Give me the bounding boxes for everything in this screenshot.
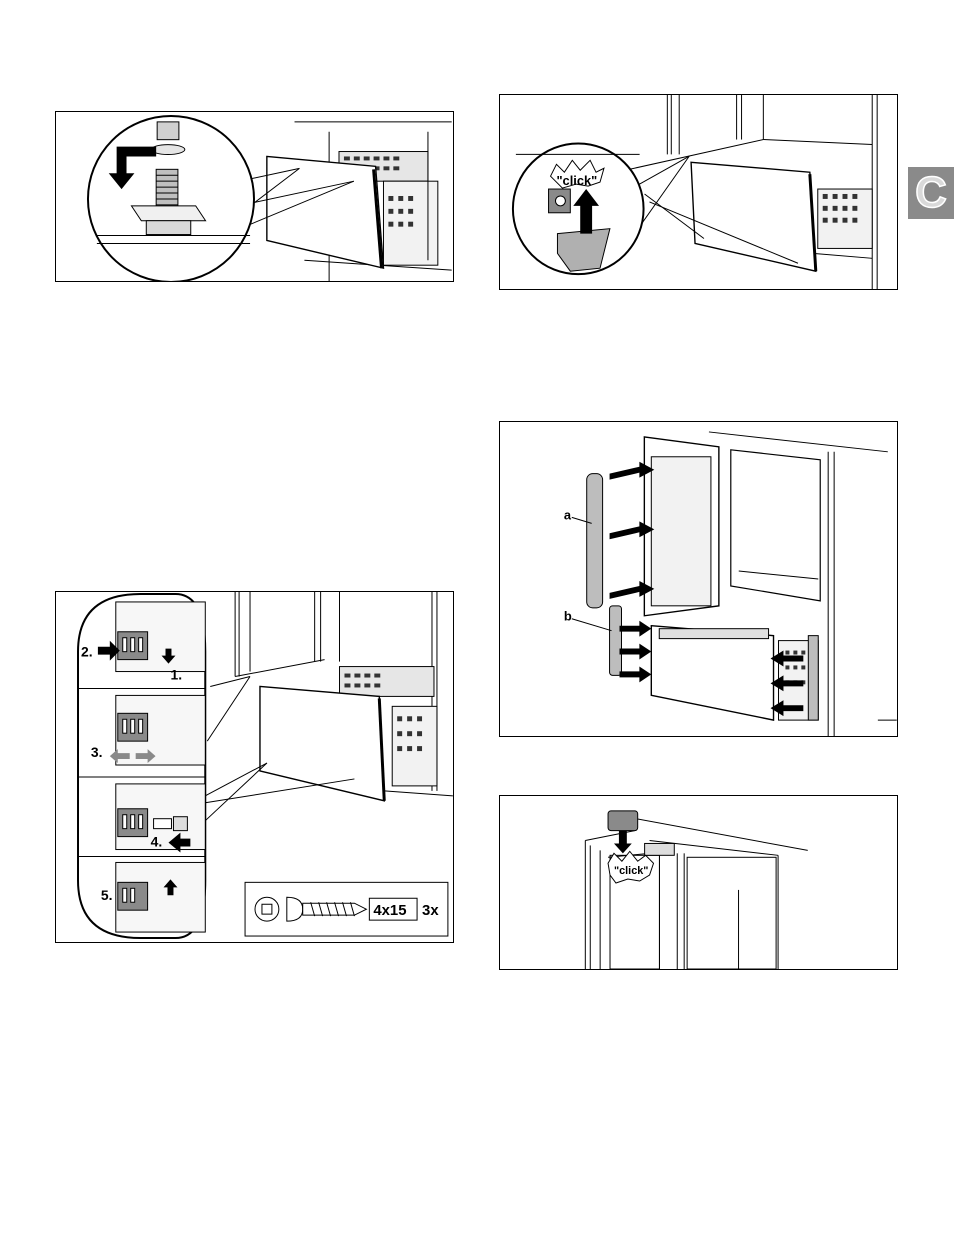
screw-insert: [154, 817, 188, 831]
nut-washer-illustration: [56, 112, 453, 281]
trim-strip-b: [610, 606, 622, 676]
figure-click-bottom: "click": [499, 94, 898, 290]
cover-cap: [608, 811, 638, 831]
trim-strip-a: [587, 474, 603, 608]
label-a: a: [564, 507, 572, 522]
step-2-label: 2.: [81, 644, 93, 660]
figure-trim-strips: a b: [499, 421, 898, 737]
trim-strips-illustration: a b: [500, 422, 897, 736]
screw-spec: 4x15: [373, 903, 406, 919]
side-strip: [808, 636, 818, 720]
door-panel: [267, 156, 384, 268]
section-letter: C: [908, 167, 954, 219]
drawer-front: [651, 626, 773, 720]
step-5-label: 5.: [101, 887, 113, 903]
click-top-illustration: "click": [500, 796, 897, 969]
click-bottom-illustration: "click": [500, 95, 897, 289]
door-panel: [691, 162, 816, 271]
screw-qty: 3x: [422, 903, 439, 919]
figure-hinge-steps: 2. 1. 3. 4. 5. 4x15 3x: [55, 591, 454, 943]
torx-icon: [255, 897, 279, 921]
step-3-label: 3.: [91, 744, 103, 760]
figure-click-top: "click": [499, 795, 898, 970]
label-b: b: [564, 609, 572, 624]
click-label: "click": [614, 865, 648, 877]
step-1-label: 1.: [170, 667, 182, 683]
click-label: "click": [556, 173, 597, 188]
click-burst: "click": [608, 851, 653, 883]
figure-nut-washer: [55, 111, 454, 282]
step-4-label: 4.: [151, 834, 163, 850]
screw-spec-box: 4x15 3x: [245, 882, 448, 936]
hinge-steps-illustration: 2. 1. 3. 4. 5. 4x15 3x: [56, 592, 453, 942]
section-tab: C: [908, 167, 954, 219]
